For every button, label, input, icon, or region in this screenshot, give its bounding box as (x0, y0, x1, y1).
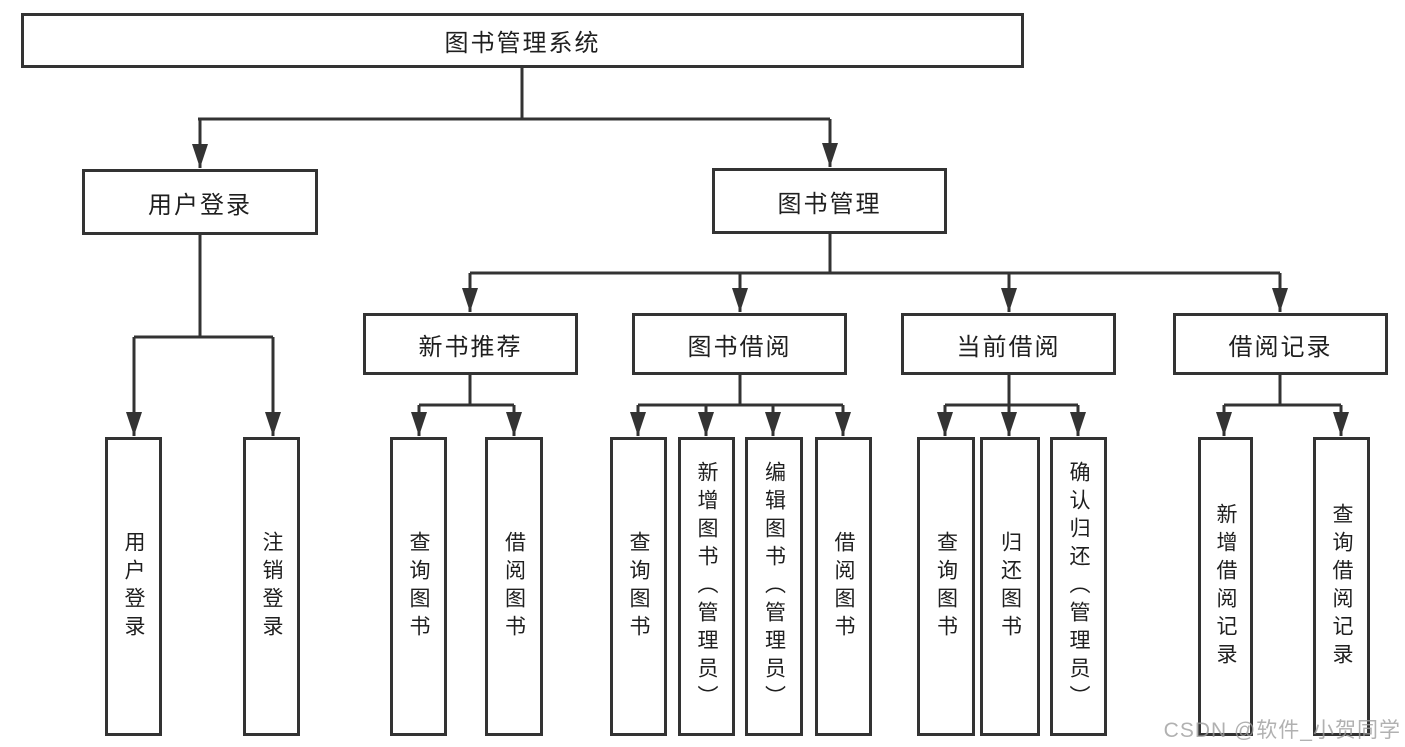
leaf-query-books-borrowing: 查询图书 (610, 437, 667, 736)
leaf-query-borrow-record: 查询借阅记录 (1313, 437, 1370, 736)
node-user-login: 用户登录 (82, 169, 318, 235)
leaf-query-books-current: 查询图书 (917, 437, 975, 736)
leaf-add-borrow-record: 新增借阅记录 (1198, 437, 1253, 736)
node-borrowing-records: 借阅记录 (1173, 313, 1388, 375)
node-new-book-recommend: 新书推荐 (363, 313, 578, 375)
csdn-watermark: CSDN @软件_小贺同学 (1163, 719, 1401, 742)
leaf-logout: 注销登录 (243, 437, 300, 736)
node-book-management: 图书管理 (712, 168, 947, 234)
node-current-borrowing: 当前借阅 (901, 313, 1116, 375)
leaf-user-login: 用户登录 (105, 437, 162, 736)
leaf-query-books-recommend: 查询图书 (390, 437, 447, 736)
node-book-borrowing: 图书借阅 (632, 313, 847, 375)
leaf-return-books: 归还图书 (980, 437, 1040, 736)
leaf-add-books-admin: 新增图书（管理员） (678, 437, 735, 736)
node-library-system: 图书管理系统 (21, 13, 1024, 68)
leaf-edit-books-admin: 编辑图书（管理员） (745, 437, 803, 736)
leaf-borrow-books-recommend: 借阅图书 (485, 437, 543, 736)
leaf-borrow-books-borrowing: 借阅图书 (815, 437, 872, 736)
leaf-confirm-return-admin: 确认归还（管理员） (1050, 437, 1107, 736)
